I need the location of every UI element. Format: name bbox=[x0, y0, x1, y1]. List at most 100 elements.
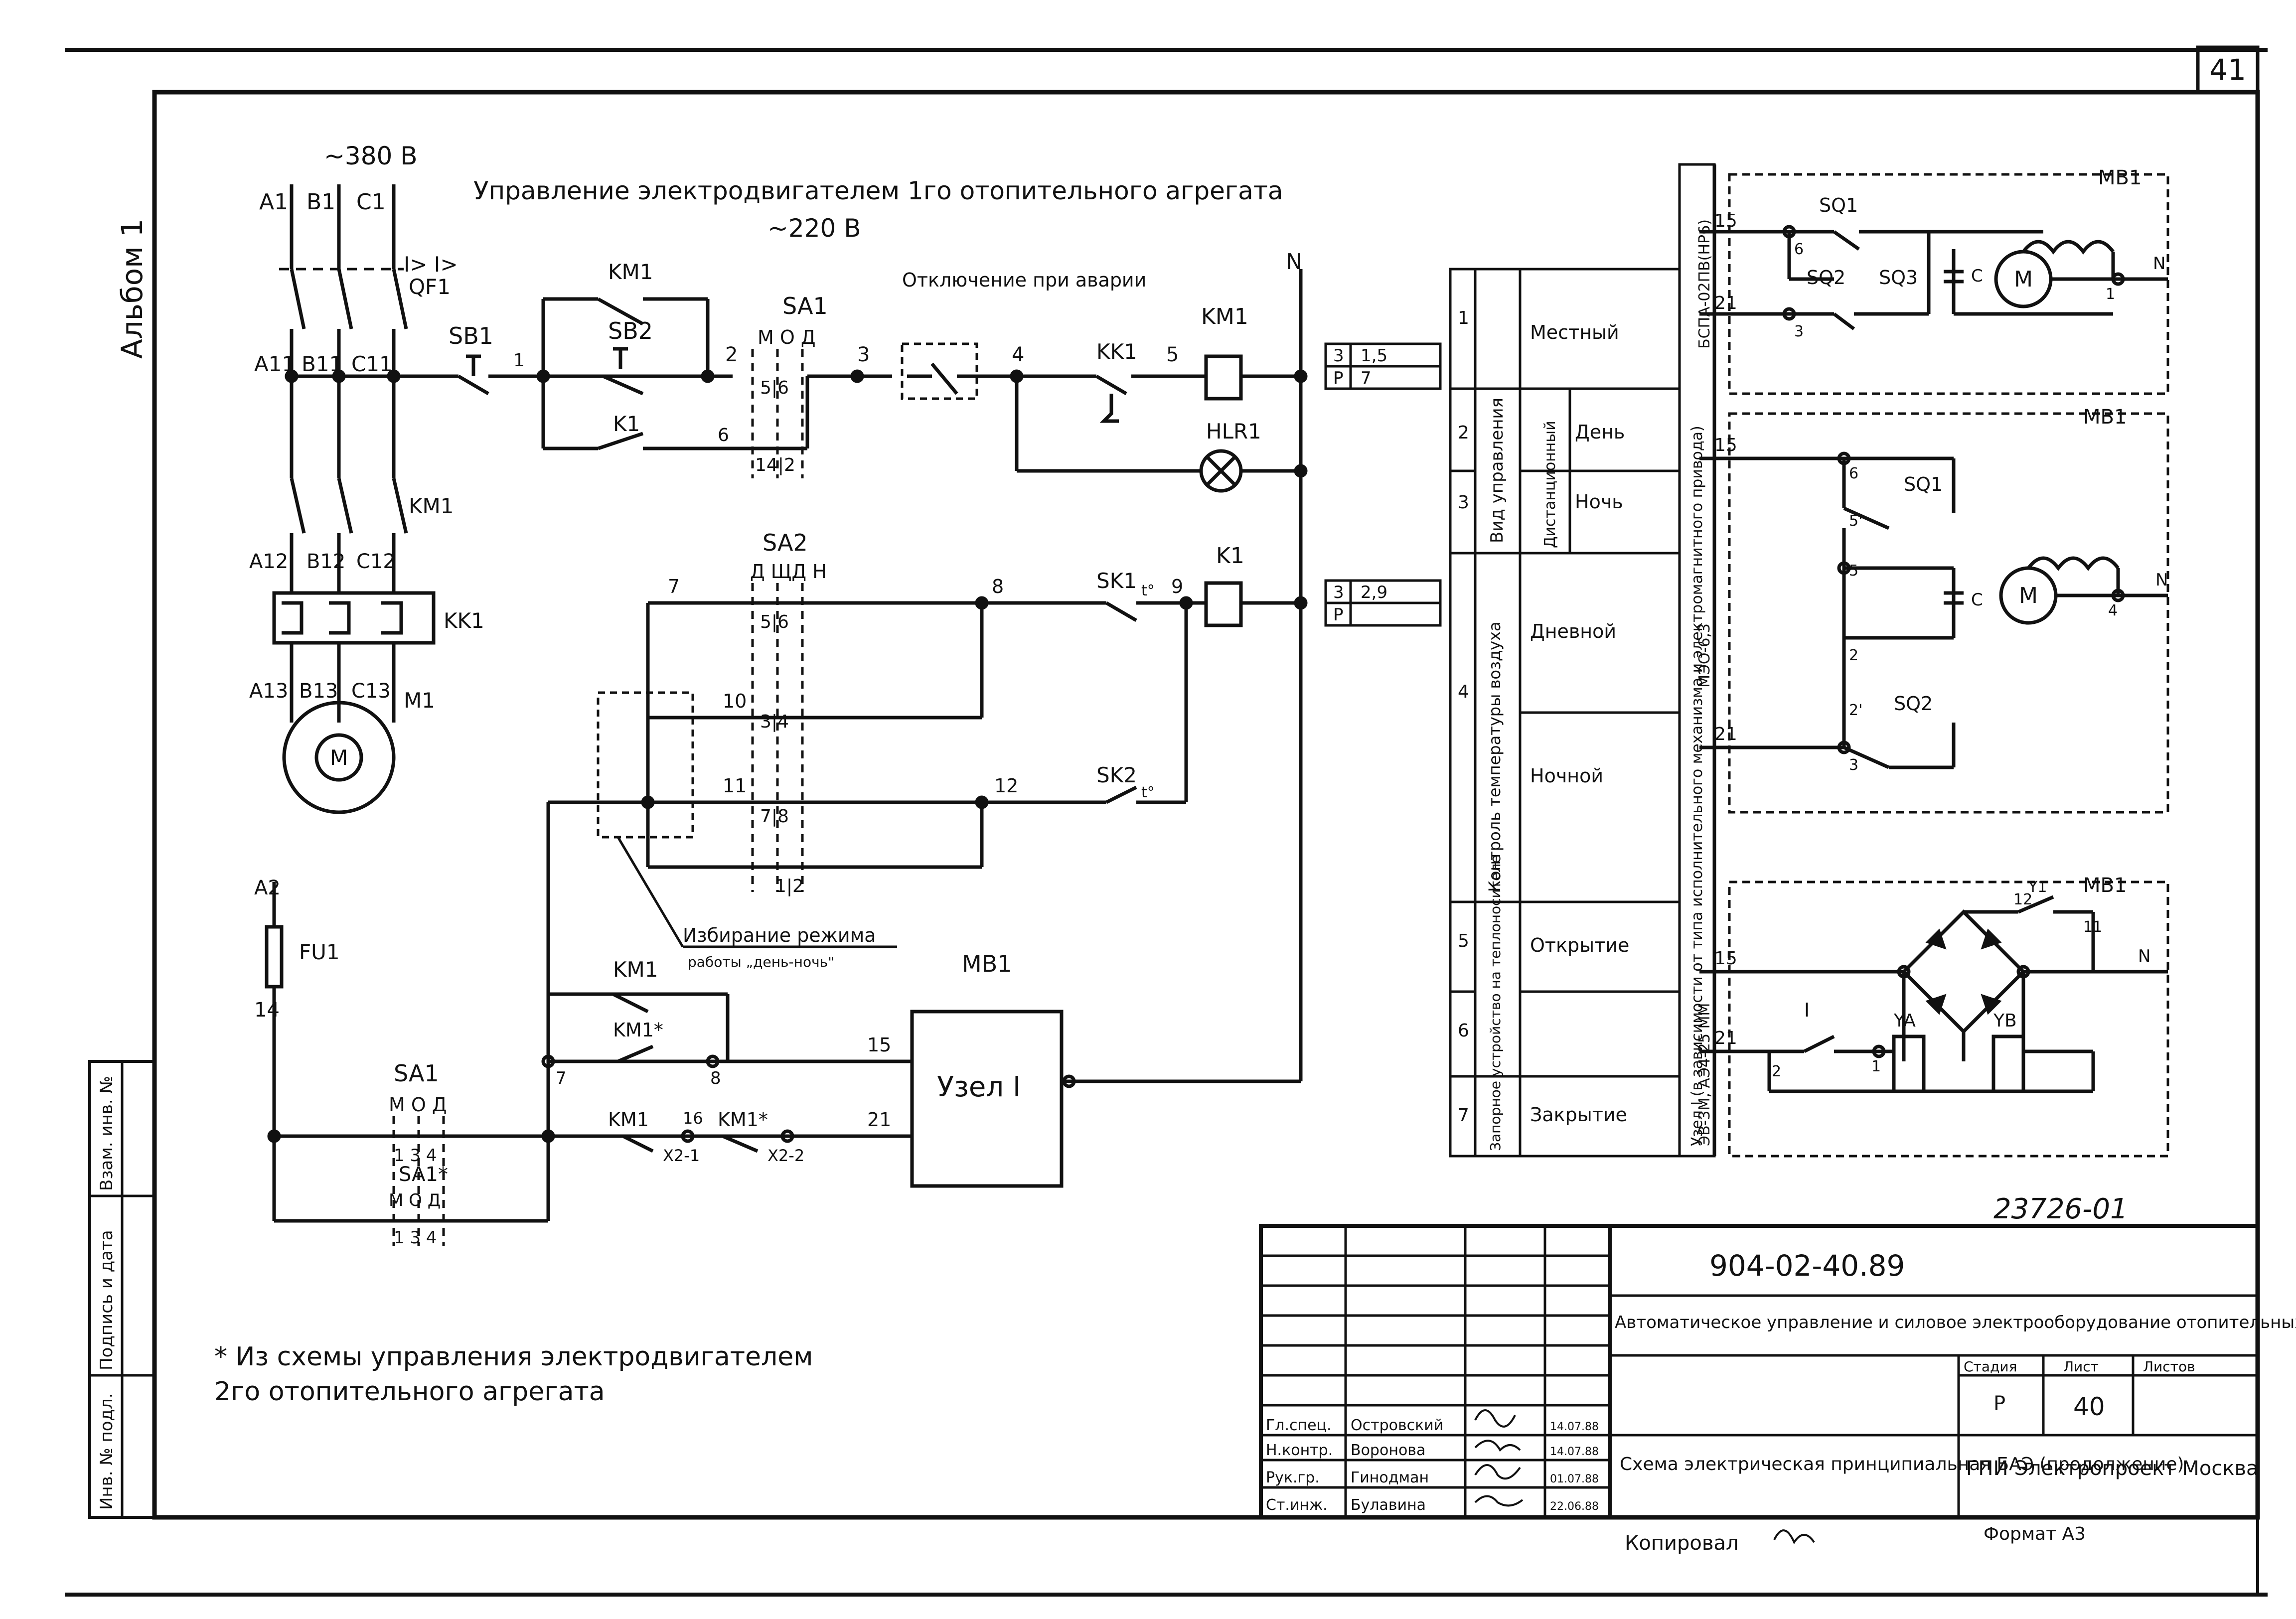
svg-text:Дневной: Дневной bbox=[1530, 620, 1616, 642]
svg-text:9: 9 bbox=[1171, 576, 1183, 597]
svg-text:MB1: MB1 bbox=[2083, 406, 2127, 429]
control-circuit: SB1 1 KM1 SB2 K1 6 2 SA1 М О Д 5|6 14|2 bbox=[272, 260, 1308, 1248]
svg-text:SQ1: SQ1 bbox=[1819, 194, 1858, 216]
svg-text:KM1: KM1 bbox=[608, 260, 653, 284]
svg-text:2: 2 bbox=[1458, 423, 1469, 443]
svg-text:3: 3 bbox=[1458, 492, 1469, 513]
svg-text:YA: YA bbox=[1893, 1011, 1916, 1031]
svg-text:C13: C13 bbox=[351, 680, 391, 703]
supply-380: ~380 В bbox=[324, 142, 418, 170]
organization: ГПИ Электропроект Москва bbox=[1966, 1457, 2259, 1480]
svg-text:Гл.спец.: Гл.спец. bbox=[1266, 1417, 1332, 1434]
svg-text:Д ЩД Н: Д ЩД Н bbox=[750, 561, 827, 583]
svg-text:Островский: Островский bbox=[1351, 1417, 1443, 1434]
svg-text:2: 2 bbox=[725, 343, 738, 366]
svg-text:KM1: KM1 bbox=[409, 494, 454, 518]
qf1-label: QF1 bbox=[409, 275, 451, 299]
svg-text:A12: A12 bbox=[249, 550, 288, 573]
svg-text:MB1: MB1 bbox=[962, 950, 1012, 977]
sb1-label: SB1 bbox=[449, 322, 493, 349]
svg-text:5|6: 5|6 bbox=[760, 378, 789, 398]
svg-text:Лист: Лист bbox=[2063, 1358, 2099, 1375]
svg-text:SQ3: SQ3 bbox=[1879, 267, 1918, 289]
svg-text:40: 40 bbox=[2073, 1392, 2105, 1421]
svg-text:14: 14 bbox=[254, 999, 280, 1022]
unit-2: MB1 15 6 SQ1 5' 5 C M 4 N 2 2' SQ2 21 bbox=[1699, 406, 2169, 814]
svg-text:Узел I (в зависимости от типа: Узел I (в зависимости от типа исполнител… bbox=[1688, 426, 1706, 1146]
svg-text:KM1: KM1 bbox=[608, 1109, 649, 1131]
svg-text:БСПА-02ПВ(НР6): БСПА-02ПВ(НР6) bbox=[1696, 219, 1713, 349]
svg-text:SB2: SB2 bbox=[608, 317, 653, 344]
footnote-2: 2го отопительного агрегата bbox=[214, 1377, 605, 1407]
svg-text:4: 4 bbox=[1458, 682, 1469, 702]
mode-select-label: Избирание режима bbox=[683, 924, 876, 946]
svg-text:6: 6 bbox=[1849, 465, 1858, 482]
svg-text:7: 7 bbox=[1458, 1105, 1469, 1126]
svg-text:работы „день-ночь": работы „день-ночь" bbox=[688, 954, 834, 970]
svg-text:I> I>: I> I> bbox=[404, 252, 458, 277]
svg-text:K1: K1 bbox=[613, 412, 640, 436]
svg-text:Местный: Местный bbox=[1530, 321, 1619, 343]
footnote-1: * Из схемы управления электродвигателем bbox=[214, 1342, 813, 1372]
svg-text:SQ1: SQ1 bbox=[1904, 473, 1943, 495]
svg-text:15: 15 bbox=[1714, 211, 1737, 231]
svg-text:Булавина: Булавина bbox=[1351, 1496, 1426, 1514]
svg-text:A13: A13 bbox=[249, 680, 288, 703]
svg-text:8: 8 bbox=[710, 1068, 721, 1088]
svg-text:2,9: 2,9 bbox=[1361, 583, 1387, 602]
svg-text:3: 3 bbox=[1794, 323, 1804, 340]
svg-text:14.07.88: 14.07.88 bbox=[1550, 1446, 1599, 1458]
page-number: 41 bbox=[2209, 53, 2246, 87]
svg-text:6: 6 bbox=[1458, 1021, 1469, 1041]
svg-text:1: 1 bbox=[1871, 1058, 1881, 1075]
svg-text:MB1: MB1 bbox=[2083, 874, 2127, 897]
svg-text:KM1: KM1 bbox=[613, 957, 658, 982]
svg-text:5|6: 5|6 bbox=[760, 612, 789, 632]
svg-text:М О Д: М О Д bbox=[389, 1094, 447, 1116]
svg-text:KM1*: KM1* bbox=[718, 1109, 768, 1131]
svg-text:3: 3 bbox=[1849, 756, 1858, 774]
svg-text:3: 3 bbox=[1333, 583, 1344, 602]
svg-text:10: 10 bbox=[723, 690, 747, 712]
sa2-label: SA2 bbox=[763, 529, 808, 556]
svg-text:5: 5 bbox=[1849, 562, 1858, 580]
svg-text:YB: YB bbox=[1993, 1011, 2017, 1031]
svg-text:МЭО-6,3: МЭО-6,3 bbox=[1696, 623, 1713, 688]
svg-text:N: N bbox=[2155, 570, 2168, 590]
svg-text:C1: C1 bbox=[356, 189, 386, 215]
svg-text:15: 15 bbox=[1714, 948, 1737, 969]
svg-text:HLR1: HLR1 bbox=[1206, 419, 1261, 443]
svg-text:ЭВ-3М, АЭ4-25 ММ: ЭВ-3М, АЭ4-25 ММ bbox=[1696, 1003, 1713, 1146]
svg-text:KK1: KK1 bbox=[1096, 339, 1137, 364]
supply-220: ~220 В bbox=[767, 214, 861, 243]
sheet-title: Схема электрическая принципиальная БАЭ (… bbox=[1620, 1454, 2184, 1474]
svg-text:7: 7 bbox=[668, 576, 680, 597]
power-circuit: A1 B1 C1 I> I> QF1 A11 B11 C11 KM1 A12 B… bbox=[249, 184, 484, 1143]
drawing-code: 23726-01 bbox=[1993, 1193, 2128, 1225]
svg-text:21: 21 bbox=[1714, 293, 1737, 313]
copied-label: Копировал bbox=[1625, 1532, 1739, 1555]
svg-text:N: N bbox=[2138, 946, 2150, 966]
svg-text:KK1: KK1 bbox=[444, 608, 484, 633]
diagram-title: Управление электродвигателем 1го отопите… bbox=[473, 176, 1283, 205]
motor-label: M1 bbox=[404, 688, 435, 713]
svg-text:Листов: Листов bbox=[2143, 1358, 2195, 1375]
svg-text:7: 7 bbox=[556, 1068, 567, 1088]
svg-text:B13: B13 bbox=[299, 680, 338, 703]
svg-text:16: 16 bbox=[683, 1109, 703, 1128]
project-code: 904-02-40.89 bbox=[1709, 1249, 1905, 1283]
svg-text:C12: C12 bbox=[356, 550, 396, 573]
svg-text:Y1: Y1 bbox=[2028, 879, 2047, 896]
svg-text:M: M bbox=[2014, 267, 2033, 292]
svg-text:N: N bbox=[2153, 254, 2165, 274]
svg-text:4: 4 bbox=[2108, 602, 2118, 619]
svg-text:1: 1 bbox=[2106, 286, 2115, 303]
svg-text:B12: B12 bbox=[306, 550, 345, 573]
project-description: Автоматическое управление и силовое элек… bbox=[1615, 1313, 2296, 1332]
svg-text:Открытие: Открытие bbox=[1530, 934, 1629, 956]
svg-text:12: 12 bbox=[994, 775, 1018, 797]
svg-text:X2-2: X2-2 bbox=[767, 1146, 804, 1165]
svg-text:Р: Р bbox=[1993, 1392, 2005, 1415]
unit-3: MB1 15 N 12 Y1 11 YA YB 21 I 1 2 bbox=[1699, 874, 2169, 1158]
